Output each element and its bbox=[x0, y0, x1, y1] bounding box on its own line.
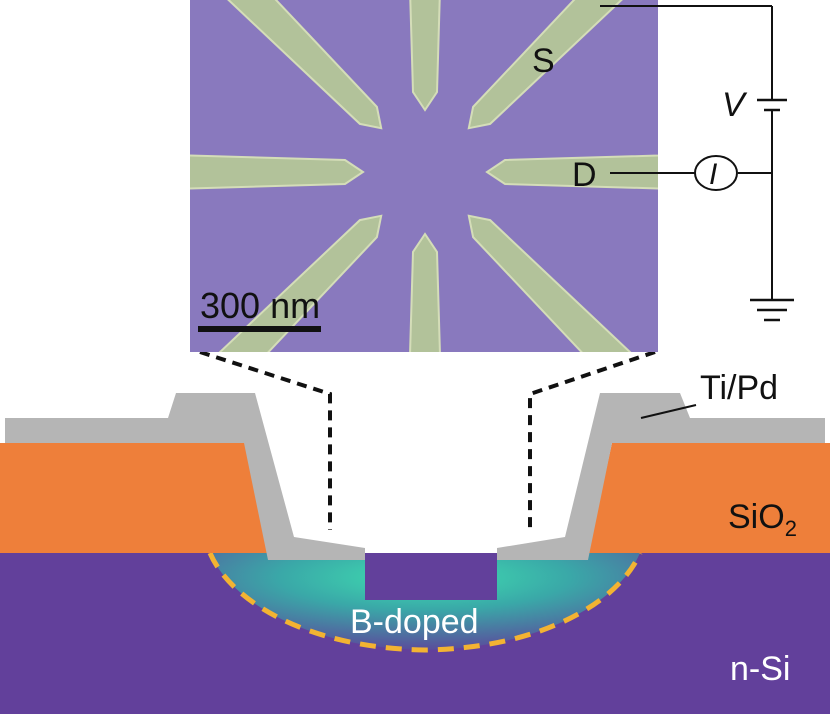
zoom-line-left bbox=[199, 350, 332, 530]
ti-pd-contact-right bbox=[497, 393, 825, 560]
sio2-label: SiO2 bbox=[728, 498, 797, 541]
electrode-finger bbox=[190, 154, 365, 190]
b-doped-region bbox=[210, 553, 640, 650]
electrode-finger bbox=[467, 0, 623, 130]
measurement-circuit bbox=[600, 5, 794, 322]
voltage-label: V bbox=[722, 86, 748, 124]
electrode-finger bbox=[485, 154, 658, 190]
zoom-line-right bbox=[528, 350, 656, 530]
source-label: S bbox=[532, 42, 555, 80]
electrode-array bbox=[190, 0, 658, 352]
scale-bar-label: 300 nm bbox=[200, 285, 320, 326]
electrode-finger bbox=[218, 214, 383, 352]
n-si-label: n-Si bbox=[730, 650, 790, 688]
electrode-finger bbox=[227, 0, 383, 130]
ti-pd-label: Ti/Pd bbox=[700, 369, 778, 407]
drain-label: D bbox=[572, 156, 597, 194]
electrode-finger bbox=[409, 232, 441, 352]
ti-pd-contact-left bbox=[5, 393, 365, 560]
b-doped-label: B-doped bbox=[350, 603, 479, 641]
scale-bar bbox=[198, 326, 321, 332]
sio2-layer-right bbox=[588, 443, 830, 553]
b-doped-boundary bbox=[207, 552, 643, 653]
current-label: I bbox=[709, 158, 717, 191]
electrode-finger bbox=[409, 0, 441, 112]
sem-image bbox=[190, 0, 658, 352]
electrode-finger bbox=[467, 214, 632, 352]
sio2-layer-left bbox=[0, 443, 270, 553]
ti-pd-pointer bbox=[640, 404, 697, 419]
